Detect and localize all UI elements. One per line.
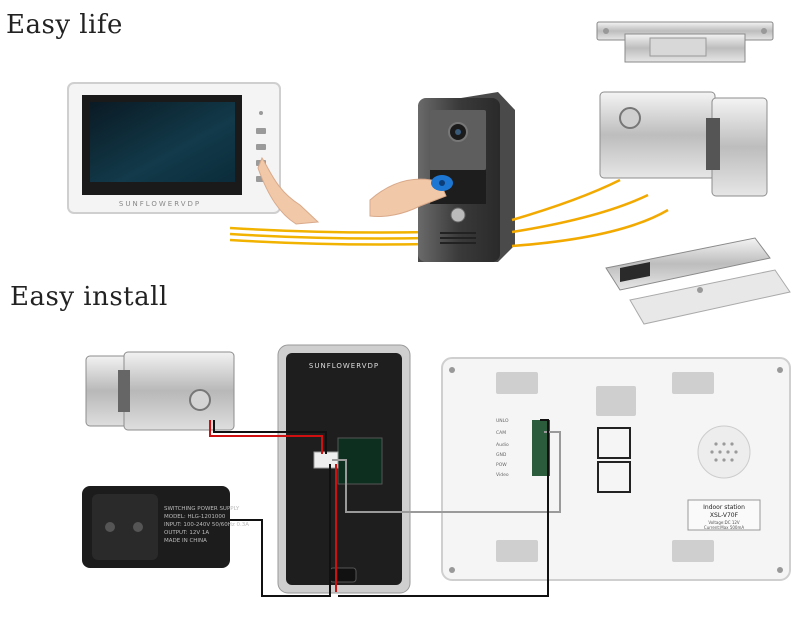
monitor-icon: SUNFLOWERVDP — [67, 82, 281, 214]
doorbell-icon — [418, 92, 515, 262]
speaker-grille-icon — [697, 425, 751, 479]
psu-label-2: MODEL: HLG-1201000 — [164, 514, 226, 520]
terminal-label-6: Video — [496, 472, 509, 478]
psu-label-4: OUTPUT: 12V 1A — [164, 530, 209, 536]
doorbell-logo: SUNFLOWERVDP — [309, 362, 379, 370]
indoor-station-model: XSL-V70F — [710, 512, 739, 519]
indoor-station-spec2: Current:Max 500mA — [704, 525, 744, 530]
psu-label-5: MADE IN CHINA — [164, 538, 207, 544]
magnetic-lock-icon — [605, 237, 791, 325]
heading-easy-life: Easy life — [6, 10, 123, 40]
monitor-back-panel: UNLO CAM Audio GND POW Video Indoor stat… — [441, 357, 791, 581]
strike-lock-icon — [596, 21, 774, 63]
signal-waves-left — [229, 226, 431, 246]
terminal-label-2: CAM — [496, 430, 506, 436]
rfid-card-icon — [369, 175, 453, 217]
heading-easy-install: Easy install — [10, 282, 168, 312]
electric-lock-install-icon — [85, 351, 235, 431]
easy-life-scene: SUNFLOWERVDP — [67, 21, 791, 325]
terminal-label-3: Audio — [496, 442, 509, 448]
electric-lock-icon — [599, 91, 768, 197]
doorbell-back-panel: SUNFLOWERVDP — [277, 344, 411, 594]
signal-waves-right — [511, 178, 669, 248]
psu-label-3: INPUT: 100-240V 50/60Hz 0.3A — [164, 522, 249, 528]
terminal-label-5: POW — [496, 462, 507, 468]
hand-pressing-icon — [257, 156, 320, 225]
monitor-logo: SUNFLOWERVDP — [119, 200, 201, 208]
terminal-label-1: UNLO — [496, 418, 509, 424]
wiring — [209, 419, 561, 597]
indoor-station-title: Indoor station — [703, 504, 745, 511]
indoor-station-spec1: Voltage:DC 12V — [708, 520, 740, 525]
psu-label-1: SWITCHING POWER SUPPLY — [164, 506, 240, 512]
easy-install-scene: SUNFLOWERVDP SWITCHING POWER SUPPLY MODE… — [82, 344, 791, 597]
power-adapter-icon: SWITCHING POWER SUPPLY MODEL: HLG-120100… — [82, 486, 249, 568]
terminal-label-4: GND — [496, 452, 507, 458]
